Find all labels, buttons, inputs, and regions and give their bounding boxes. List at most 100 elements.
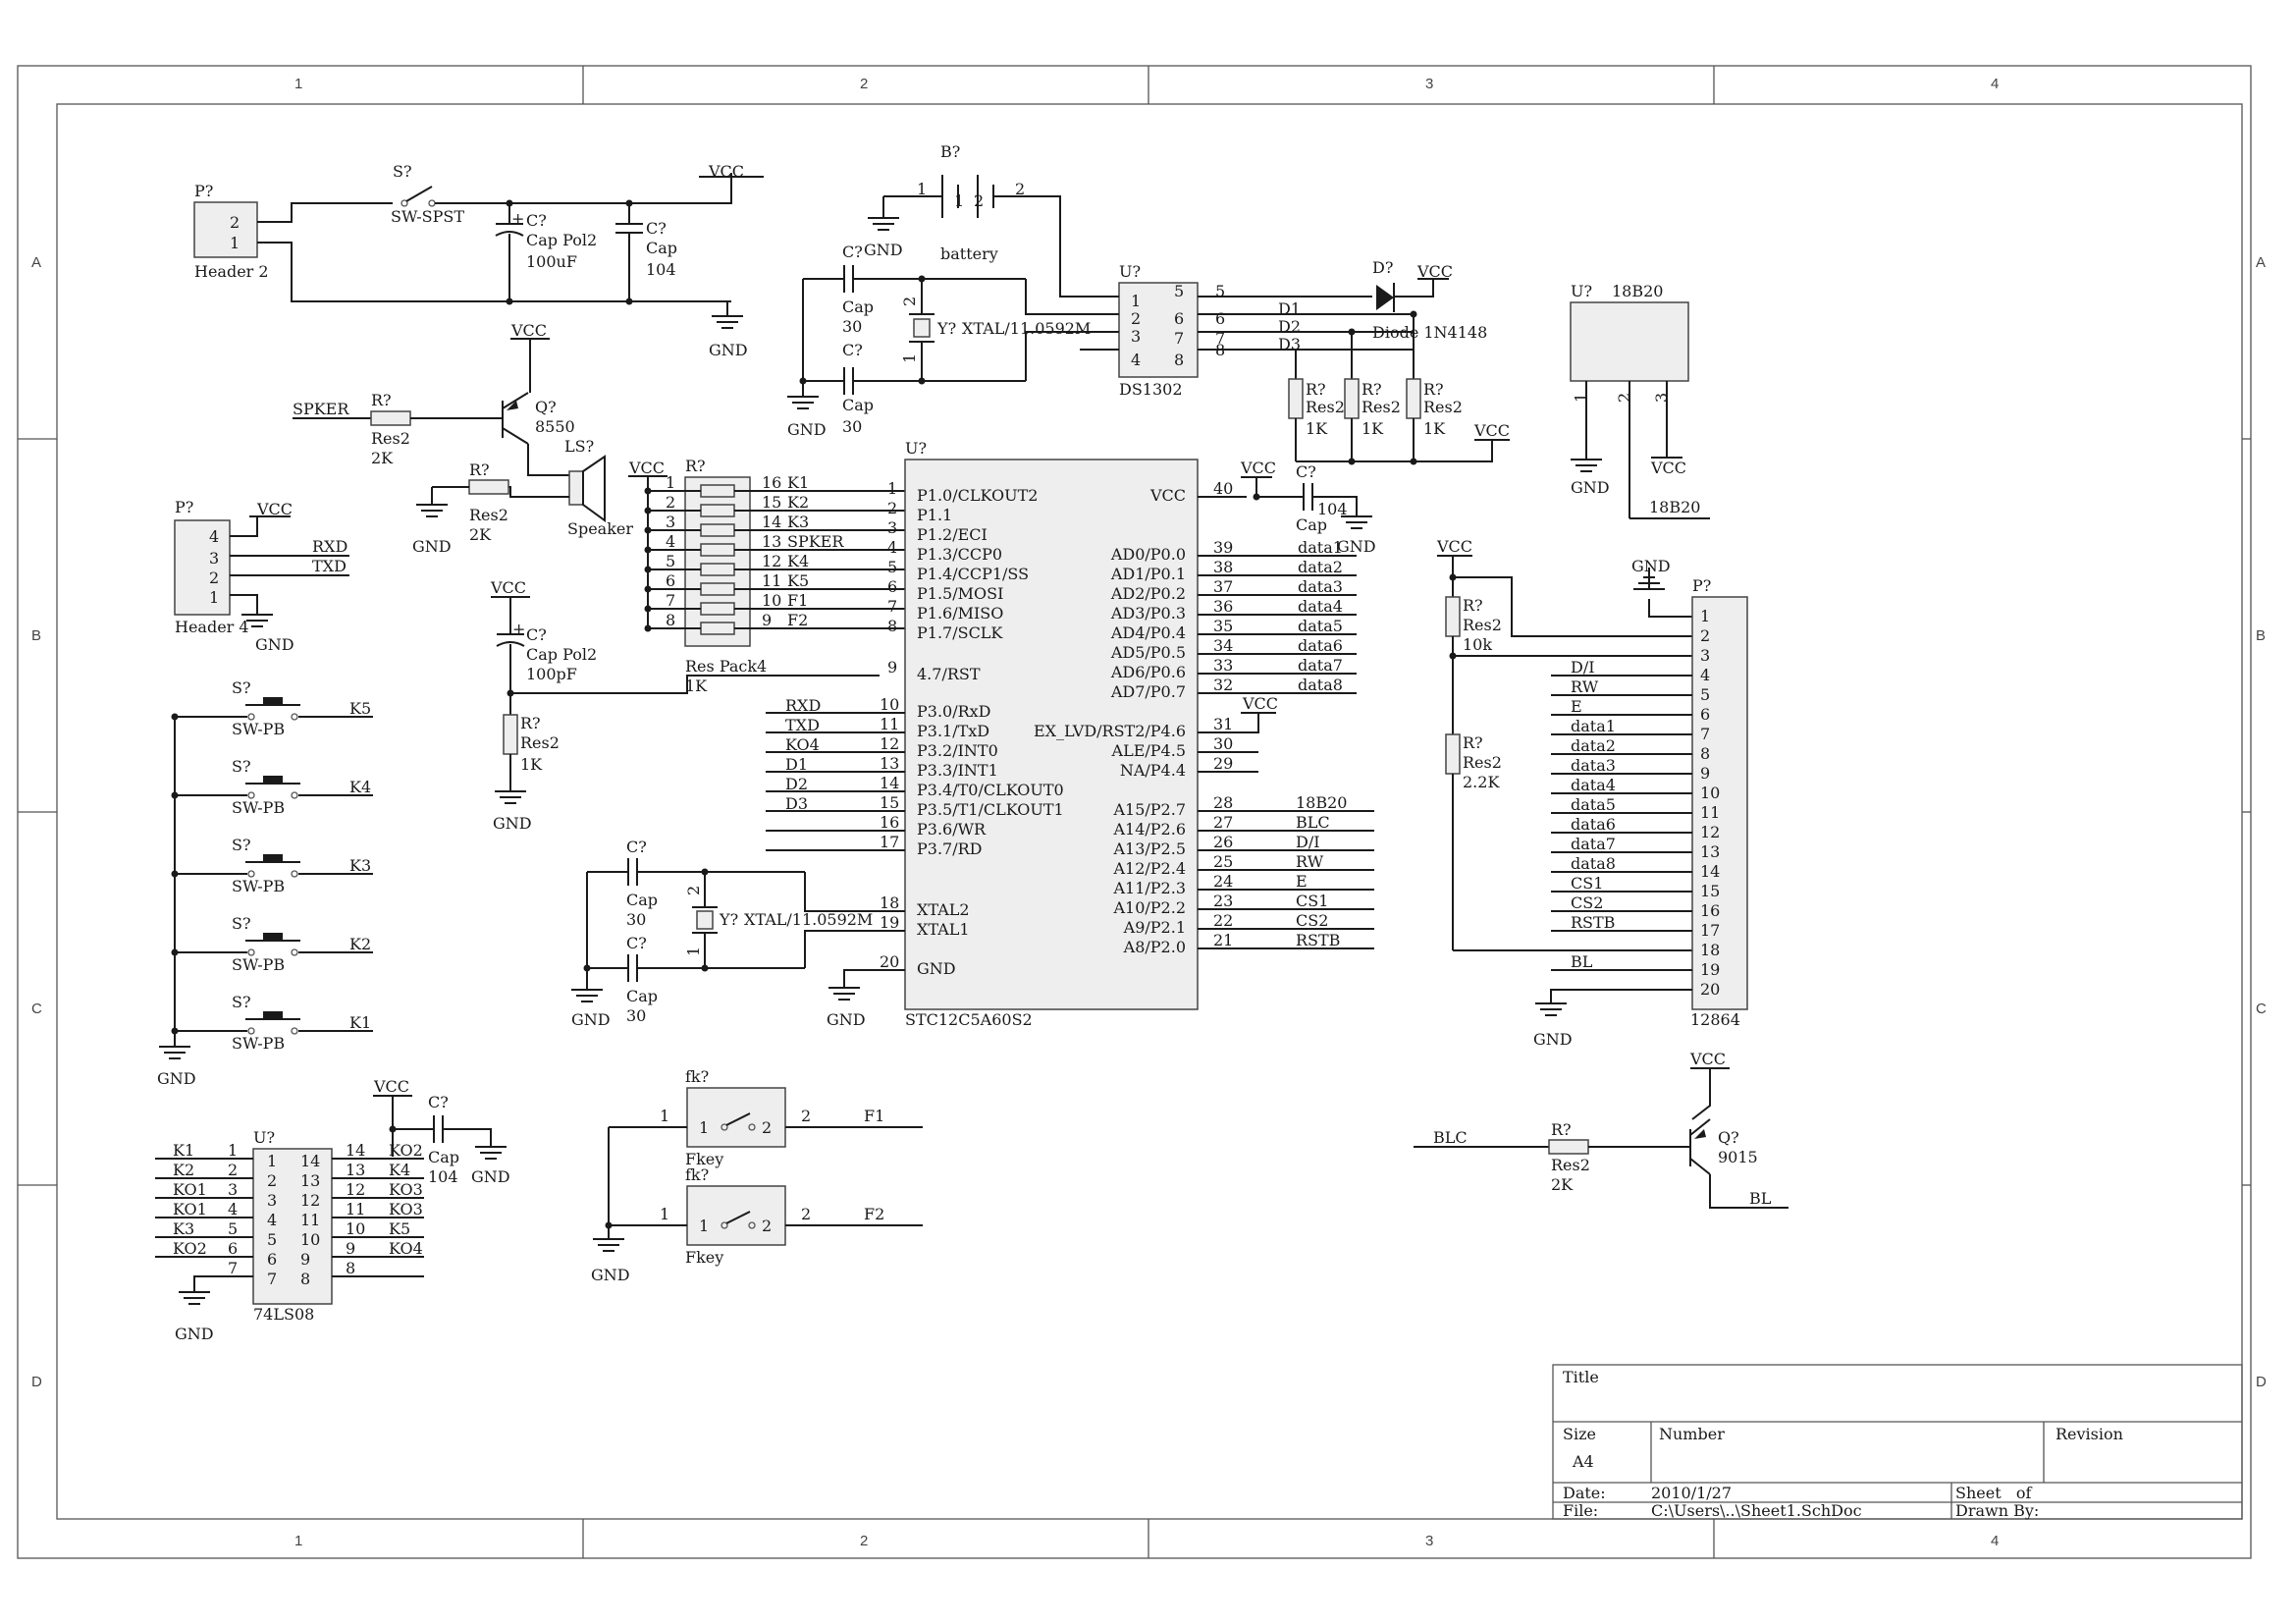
- respack-pin-left-4: 4: [666, 532, 675, 551]
- mcu-pin-num-27: 27: [1213, 813, 1233, 832]
- fkey-pin2-0: 2: [801, 1107, 811, 1125]
- r-bl-ref: R?: [1551, 1120, 1572, 1139]
- lcd-net-0: D/I: [1571, 658, 1595, 677]
- cap-xtal-b-value: 30: [626, 1006, 646, 1025]
- speaker-section: VCC SPKER R? Res2 2K Q? 8550 LS? Speaker…: [293, 321, 633, 556]
- mcu-pin-num-17: 17: [880, 833, 899, 851]
- lcd-net-13: RSTB: [1571, 913, 1615, 932]
- r-10k-value: 10k: [1463, 635, 1492, 654]
- header4-name: Header 4: [175, 618, 249, 636]
- vcc-label-pin31: VCC: [1242, 694, 1278, 713]
- diode-ref: D?: [1372, 258, 1393, 277]
- xtal-rtc-name: XTAL/11.0592M: [962, 319, 1091, 338]
- lcd-pin-15: 15: [1700, 882, 1720, 900]
- header4-pin-2: 2: [209, 568, 219, 587]
- gnd-label-74ls08: GND: [175, 1325, 214, 1343]
- lcd-net-12: CS2: [1571, 893, 1603, 912]
- lcd-pin-4: 4: [1700, 666, 1710, 684]
- switch-ref-0: S?: [232, 678, 251, 697]
- mcu-pin-name-8: P1.7/SCLK: [917, 623, 1003, 642]
- ls08-pin-right-13: 13: [346, 1161, 365, 1179]
- power-input-section: P? 2 1 Header 2 S? SW-SPST VCC C? + Cap …: [193, 162, 764, 359]
- mcu-pin-name-2: P1.1: [917, 506, 952, 524]
- mcu-pin-num-14: 14: [880, 774, 899, 792]
- mcu-net-data7: data7: [1298, 656, 1343, 675]
- ls08-net-right-5: KO4: [389, 1239, 423, 1258]
- mcu-pin-num-15: 15: [880, 793, 899, 812]
- mcu-pin-num-25: 25: [1213, 852, 1233, 871]
- mcu-pin-name-37: AD2/P0.2: [1110, 584, 1186, 603]
- fkey-ref-1: fk?: [685, 1165, 709, 1184]
- mcu-pin-num-40: 40: [1213, 479, 1233, 498]
- zone-row-a-left: A: [31, 254, 41, 271]
- mcu-pin-num-10: 10: [880, 695, 899, 714]
- zone-col-4-top: 4: [1991, 76, 1999, 92]
- mcu-pin-name-36: AD3/P0.3: [1110, 604, 1186, 623]
- vcc-label-18b20: VCC: [1650, 459, 1686, 477]
- gnd-label-mcu: GND: [827, 1010, 866, 1029]
- switch-ref-1: S?: [232, 757, 251, 776]
- mcu-pin-name-27: A14/P2.6: [1112, 820, 1186, 839]
- respack-pin-left-2: 2: [666, 493, 675, 512]
- mcu-pin-num-7: 7: [887, 597, 897, 616]
- ds18b20-section: U? 18B20 1 2 3 GND VCC 18B20: [1570, 282, 1710, 519]
- mcu-net-rxd: RXD: [785, 696, 821, 715]
- main-crystal-section: C? Cap 30 C? Cap 30 GND 2 1 Y? XTAL/11.0…: [571, 838, 905, 1029]
- lcd-pin-2: 2: [1700, 626, 1710, 645]
- r-rst-ref: R?: [520, 714, 541, 732]
- r-rst-value: 1K: [520, 755, 543, 774]
- ds1302-body: [1118, 282, 1199, 378]
- mcu-pin-name-32: AD7/P0.7: [1110, 682, 1186, 701]
- xtal-main-name: XTAL/11.0592M: [744, 910, 873, 929]
- battery-pin-2: 2: [1015, 180, 1025, 198]
- ds1302-out-8: 8: [1215, 341, 1225, 359]
- mcu-body: [904, 459, 1199, 1010]
- cap-vcc-ref: C?: [1296, 462, 1316, 481]
- mcu-net-p2-4: E: [1296, 872, 1308, 891]
- cap-xtal-b-type: Cap: [626, 987, 658, 1005]
- vcc-label-respack: VCC: [628, 459, 665, 477]
- cap-xtal-a-type: Cap: [626, 891, 658, 909]
- ls08-inner-right-13: 13: [300, 1171, 320, 1190]
- respack-pin-right-10: 10: [762, 591, 781, 610]
- mcu-pin-num-20: 20: [880, 952, 899, 971]
- r-rtc-1-type: Res2: [1306, 398, 1345, 416]
- gnd-label-battery: GND: [864, 241, 903, 259]
- mcu-pin-num-38: 38: [1213, 558, 1233, 576]
- respack-net-7: F2: [787, 611, 808, 629]
- mcu-pin-name-6: P1.5/MOSI: [917, 584, 1003, 603]
- mcu-net-data3: data3: [1298, 577, 1343, 596]
- ls08-net-right-3: KO3: [389, 1200, 423, 1218]
- header4-net-txd: TXD: [312, 557, 347, 575]
- battery-inner-1: 1: [954, 191, 964, 210]
- battery-pin-1: 1: [917, 180, 927, 198]
- date-value: 2010/1/27: [1651, 1484, 1732, 1502]
- r-22k-type: Res2: [1463, 753, 1502, 772]
- ls08-inner-left-3: 3: [267, 1191, 277, 1210]
- mcu-pin-name-39: AD0/P0.0: [1110, 545, 1186, 564]
- ls08-pin-right-14: 14: [346, 1141, 365, 1160]
- uart-header-section: P? 4 3 2 1 Header 4 VCC RXD TXD GND: [174, 498, 349, 654]
- r-rtc-1-value: 1K: [1306, 419, 1328, 438]
- fkey-pin1-0: 1: [660, 1107, 669, 1125]
- lcd-net-11: CS1: [1571, 874, 1603, 893]
- respack-body: [684, 476, 751, 647]
- lcd-net-14: BL: [1571, 952, 1593, 971]
- mcu-pin-num-26: 26: [1213, 833, 1233, 851]
- lcd-pin-10: 10: [1700, 784, 1720, 802]
- mcu-pin-name-7: P1.6/MISO: [917, 604, 1003, 623]
- mcu-pin-num-34: 34: [1213, 636, 1233, 655]
- mcu-net-data2: data2: [1298, 558, 1343, 576]
- ls08-net-right-0: KO2: [389, 1141, 423, 1160]
- cap-rtc-a-type: Cap: [842, 298, 874, 316]
- switch-name-3: SW-PB: [232, 955, 285, 974]
- mcu-pin-num-8: 8: [887, 617, 897, 635]
- cap-rtc-a-value: 30: [842, 317, 862, 336]
- keypad-section: S?SW-PBK5S?SW-PBK4S?SW-PBK3S?SW-PBK2S?SW…: [157, 678, 373, 1088]
- mcu-pin-name-26: A13/P2.5: [1112, 839, 1186, 858]
- lcd-name: 12864: [1690, 1010, 1740, 1029]
- mcu-pin-name-30: ALE/P4.5: [1111, 741, 1186, 760]
